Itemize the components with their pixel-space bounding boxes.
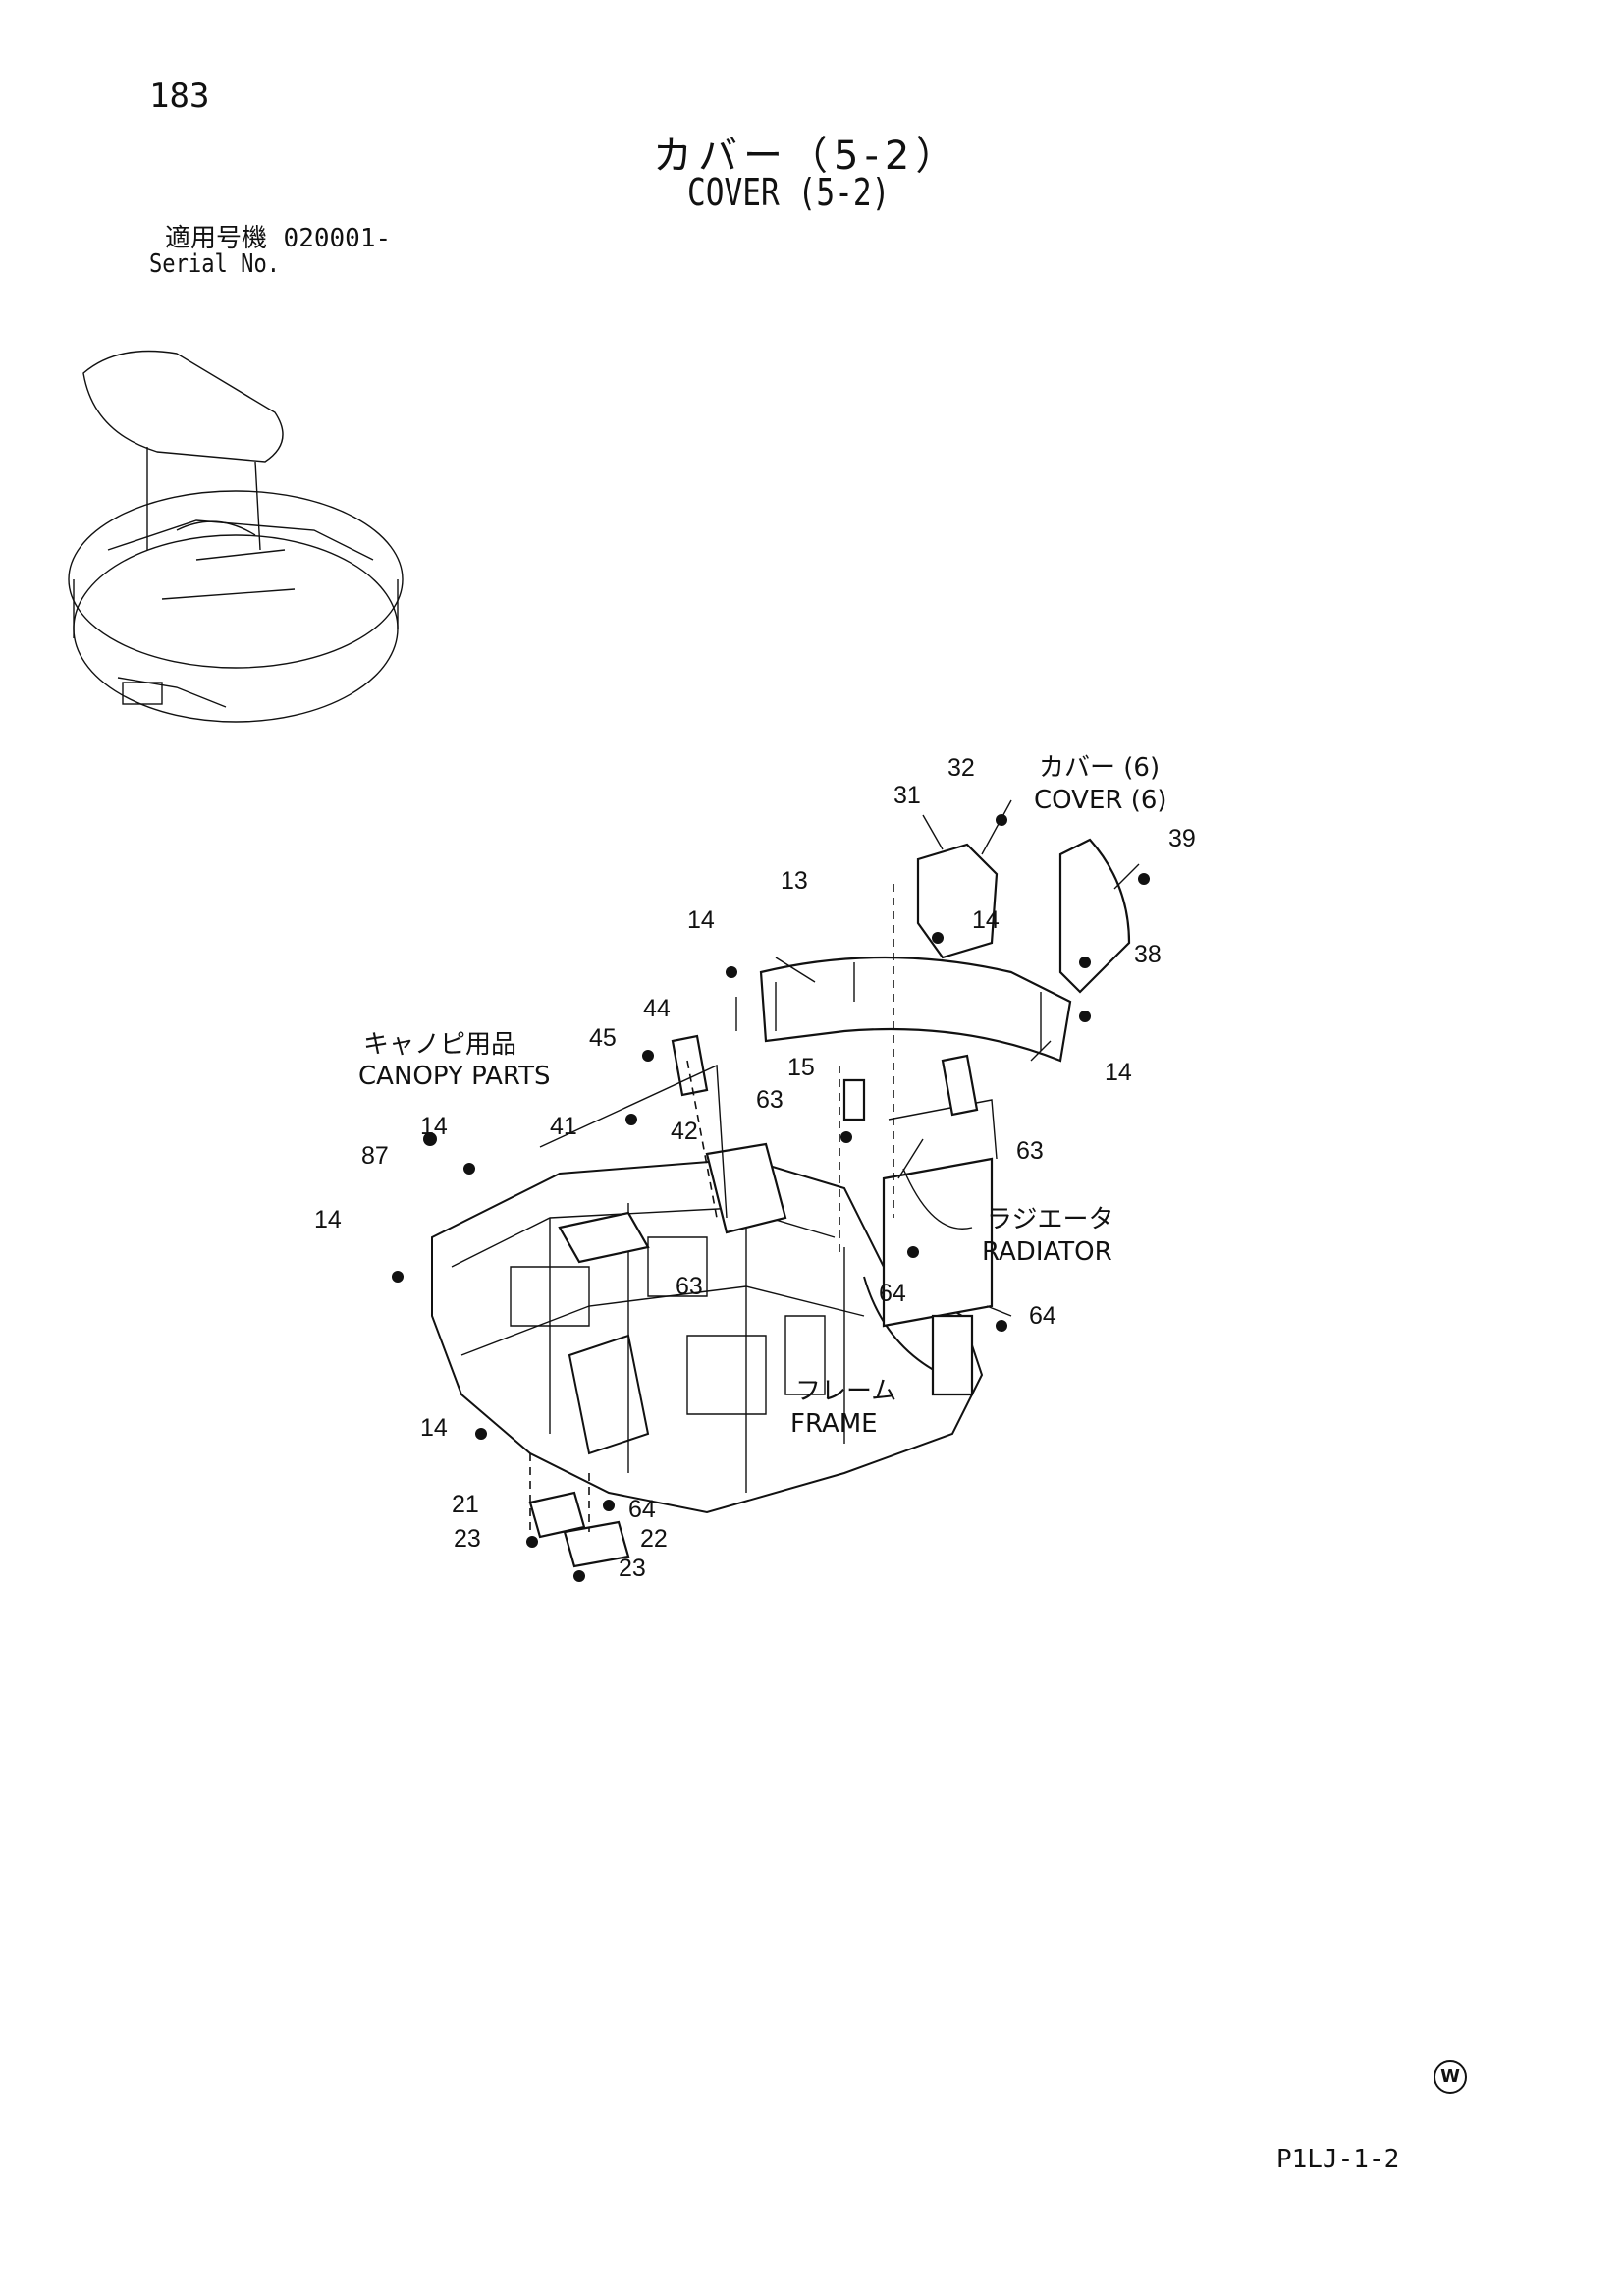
part-label: 39 — [1168, 825, 1196, 852]
caption-radiator-jp: ラジエータ — [987, 1205, 1113, 1234]
caption-radiator-en: RADIATOR — [982, 1237, 1112, 1267]
part-label: 23 — [454, 1525, 481, 1553]
part-label: 87 — [361, 1142, 389, 1170]
part-label: 64 — [628, 1496, 656, 1523]
part-label: 14 — [420, 1414, 448, 1442]
serial-value: 020001- — [283, 224, 392, 253]
title-english: COVER (5-2) — [687, 171, 891, 214]
part-label: 14 — [314, 1206, 342, 1233]
serial-label-en: Serial No. — [149, 249, 281, 279]
serial-label-jp: 適用号機 — [165, 224, 268, 253]
part-label: 14 — [1105, 1059, 1132, 1086]
part-label: 31 — [893, 782, 921, 809]
cover-panels — [528, 838, 1131, 1568]
w-mark-icon: W — [1434, 2060, 1467, 2094]
part-label: 64 — [1029, 1302, 1056, 1330]
caption-canopy-jp: キャノピ用品 — [363, 1030, 516, 1060]
part-label: 13 — [781, 867, 808, 895]
part-label: 38 — [1134, 941, 1162, 968]
leader-lines — [529, 799, 1140, 1532]
part-label: 32 — [947, 754, 975, 782]
caption-canopy-en: CANOPY PARTS — [358, 1062, 550, 1091]
caption-frame-en: FRAME — [790, 1409, 878, 1439]
part-label: 41 — [550, 1113, 577, 1140]
caption-frame-jp: フレーム — [795, 1377, 896, 1406]
part-labels: 32 31 39 13 14 14 38 14 44 45 15 63 63 4… — [314, 754, 1196, 1582]
caption-cover6-en: COVER (6) — [1034, 786, 1167, 815]
caption-cover6-jp: カバー (6) — [1039, 753, 1160, 783]
part-label: 44 — [643, 995, 671, 1022]
overview-thumbnail — [68, 350, 404, 723]
captions: カバー (6) COVER (6) キャノピ用品 CANOPY PARTS ラジ… — [358, 753, 1167, 1439]
part-label: 64 — [879, 1280, 906, 1307]
part-label: 14 — [687, 906, 715, 934]
part-label: 21 — [452, 1491, 479, 1518]
part-label: 14 — [972, 906, 1000, 934]
part-label: 23 — [619, 1555, 646, 1582]
title-japanese: カバー（5-2） — [653, 134, 961, 179]
part-label: 42 — [671, 1118, 698, 1145]
frame-drawing — [431, 1099, 998, 1514]
part-label: 15 — [787, 1054, 815, 1081]
part-label: 22 — [640, 1525, 668, 1553]
page-number: 183 — [149, 77, 210, 116]
serial-label: 適用号機 020001- — [165, 218, 391, 254]
bolts — [392, 814, 1150, 1582]
part-label: 63 — [1016, 1137, 1044, 1165]
part-label: 63 — [756, 1086, 784, 1114]
part-label: 63 — [676, 1273, 703, 1300]
part-label: 45 — [589, 1024, 617, 1052]
part-label: 14 — [420, 1113, 448, 1140]
footer-code: P1LJ-1-2 — [1276, 2145, 1400, 2174]
